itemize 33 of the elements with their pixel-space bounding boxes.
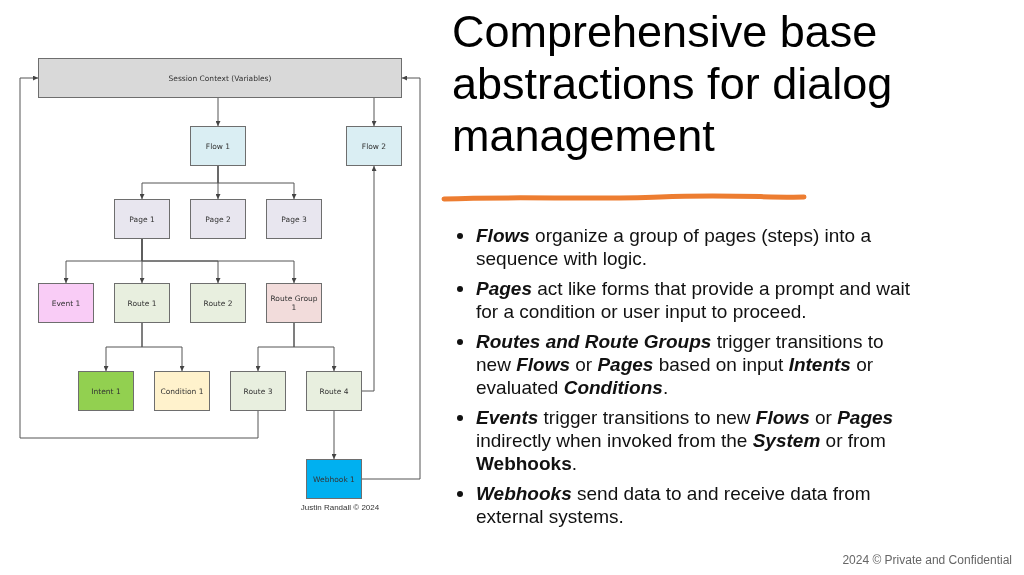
process-box — [190, 126, 246, 166]
slide-title: Comprehensive base abstractions for dialog management — [452, 6, 894, 162]
arrow — [19, 75, 259, 439]
process-box — [154, 371, 210, 411]
footer-text: 2024 © Private and Confidential — [842, 553, 1012, 567]
arrow — [293, 322, 337, 372]
credit-text: Justin Randall © 2024 — [299, 503, 381, 512]
process-box — [230, 371, 286, 411]
arrow — [361, 75, 421, 480]
process-box — [190, 199, 246, 239]
arrow — [361, 165, 377, 392]
process-box — [346, 126, 402, 166]
process-box — [114, 283, 170, 323]
bullet-text: Flows organize a group of pages (steps) into a sequence with logic. — [476, 224, 872, 270]
process-box — [38, 58, 402, 98]
process-box — [306, 459, 362, 499]
arrow — [217, 165, 297, 200]
bullet-text: Events trigger transitions to new Flows or Pages indirectly when invoked from the System or from Webhooks. — [476, 406, 895, 475]
arrow — [215, 97, 221, 127]
arrow — [141, 322, 185, 372]
bullet-text: Webhooks send data to and receive data from external systems. — [476, 482, 872, 528]
arrow — [331, 410, 337, 460]
process-box — [306, 371, 362, 411]
process-box — [38, 283, 94, 323]
process-box — [78, 371, 134, 411]
process-box — [114, 199, 170, 239]
arrow — [371, 97, 377, 127]
process-box — [266, 199, 322, 239]
bullet-text: Routes and Route Groups trigger transitions to new Flows or Pages based on input Intents or evaluated Conditions. — [476, 330, 885, 399]
arrow — [141, 238, 297, 284]
bullet-text: Pages act like forms that provide a prompt and wait for a condition or user input to proceed. — [476, 277, 912, 323]
process-box — [266, 283, 322, 323]
process-box — [190, 283, 246, 323]
